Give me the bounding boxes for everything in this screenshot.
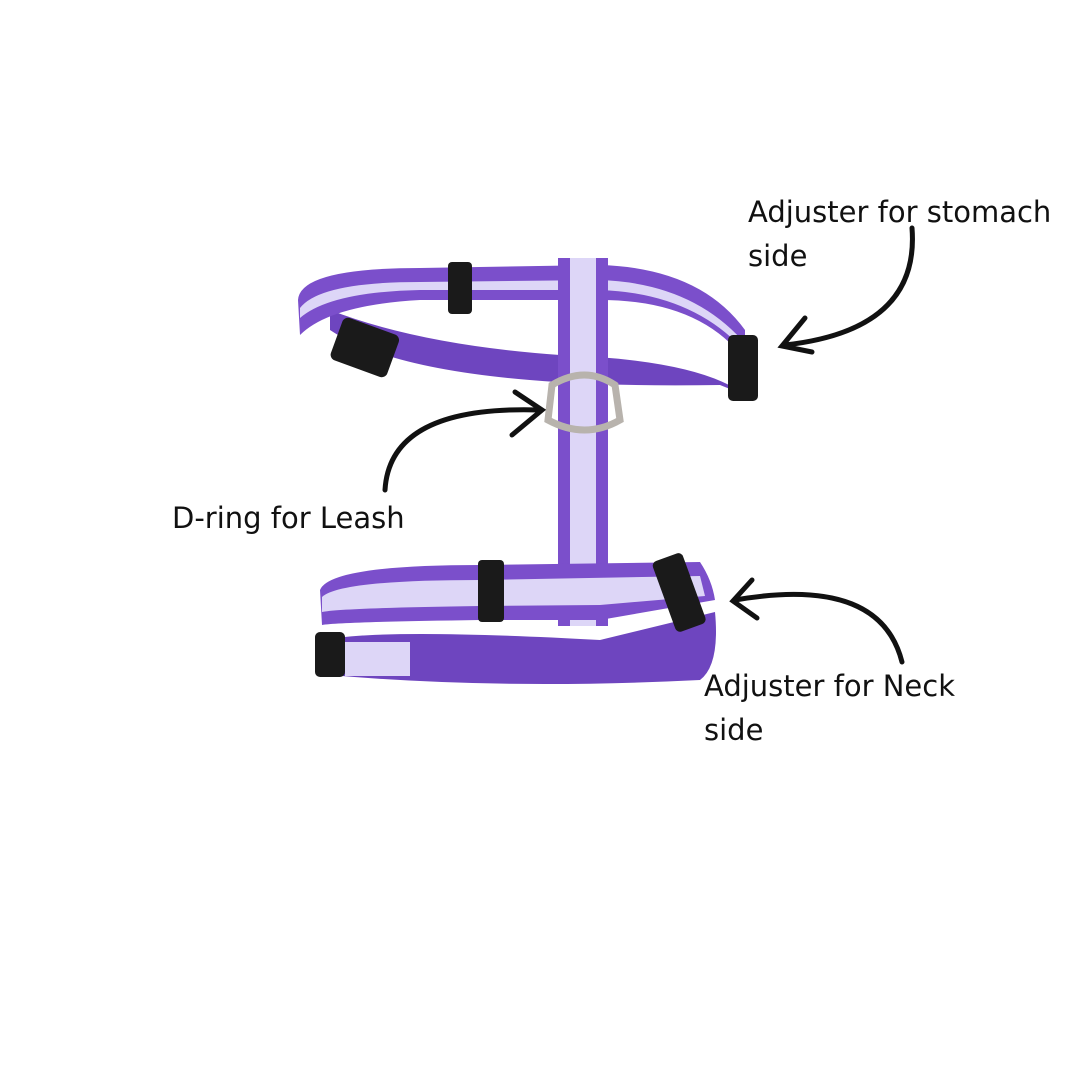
d-ring-label: D-ring for Leash: [172, 501, 405, 535]
d-ring: [544, 371, 624, 434]
neck-adjuster: [652, 553, 706, 632]
label-line: Adjuster for Neck: [704, 669, 956, 703]
neck-adjuster-label: Adjuster for Neck side: [704, 664, 955, 752]
bottom-slider: [478, 560, 504, 622]
top-loop-strap: [298, 262, 758, 401]
label-line: Adjuster for stomach: [748, 195, 1052, 229]
label-line: side: [748, 239, 808, 273]
stomach-adjuster-label: Adjuster for stomach side: [748, 190, 1051, 278]
bottom-buckle: [315, 632, 345, 677]
top-buckle: [330, 317, 400, 378]
bottom-loop-strap: [315, 553, 716, 684]
arrow-stomach: [777, 225, 915, 355]
stomach-adjuster: [728, 335, 758, 401]
arrow-neck: [729, 577, 905, 665]
top-slider: [448, 262, 472, 314]
arrow-d-ring: [382, 389, 547, 493]
label-line: side: [704, 713, 764, 747]
